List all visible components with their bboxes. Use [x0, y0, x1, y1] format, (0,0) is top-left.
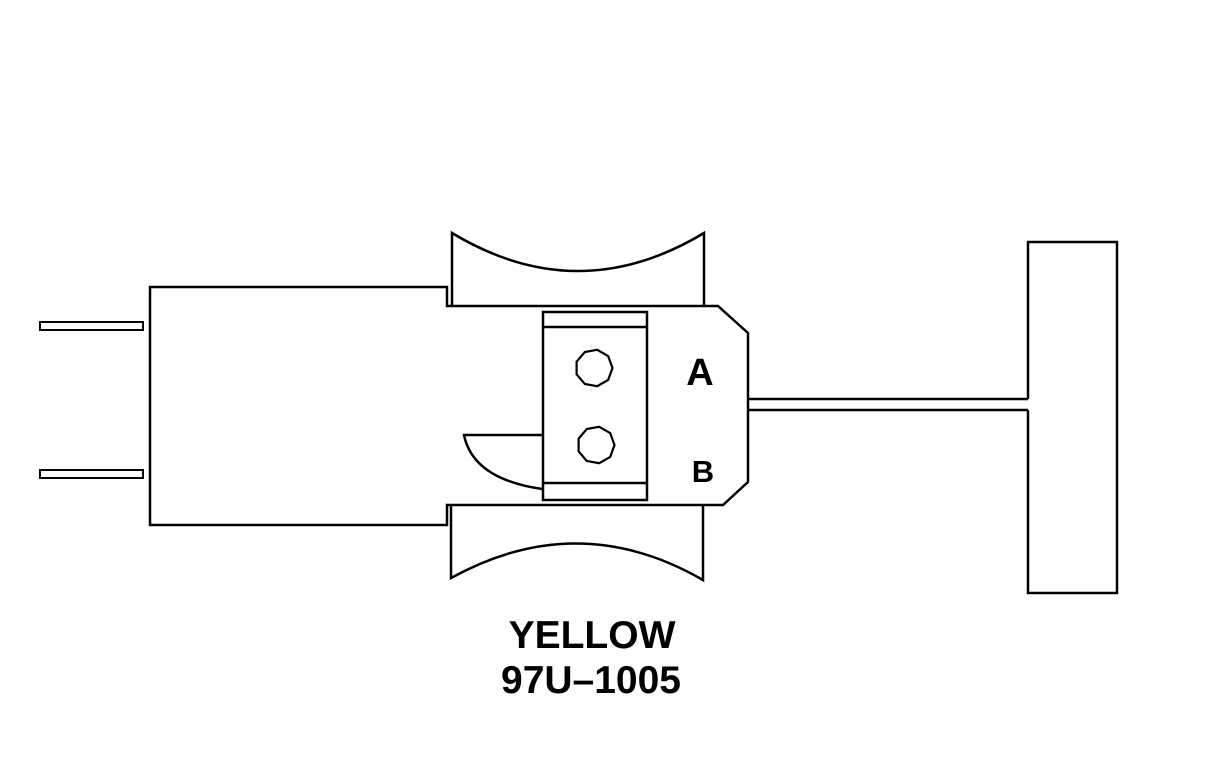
terminal-a-label: A [686, 352, 713, 394]
left-pin-bottom [39, 469, 144, 479]
left-pin-top [39, 321, 144, 331]
terminal-hole-a [575, 348, 614, 388]
lower-saddle-flange [449, 506, 705, 583]
terminal-hole-b [577, 425, 616, 465]
terminal-block [541, 310, 649, 502]
mounting-bar [1026, 240, 1119, 595]
terminal-b-label: B [692, 454, 714, 489]
upper-saddle-flange [450, 230, 706, 305]
caption-part-number-label: 97U–1005 [501, 659, 681, 702]
connector-body-outline [148, 285, 750, 527]
caption-color-label: YELLOW [509, 614, 676, 657]
lock-tab-arc [462, 433, 543, 491]
